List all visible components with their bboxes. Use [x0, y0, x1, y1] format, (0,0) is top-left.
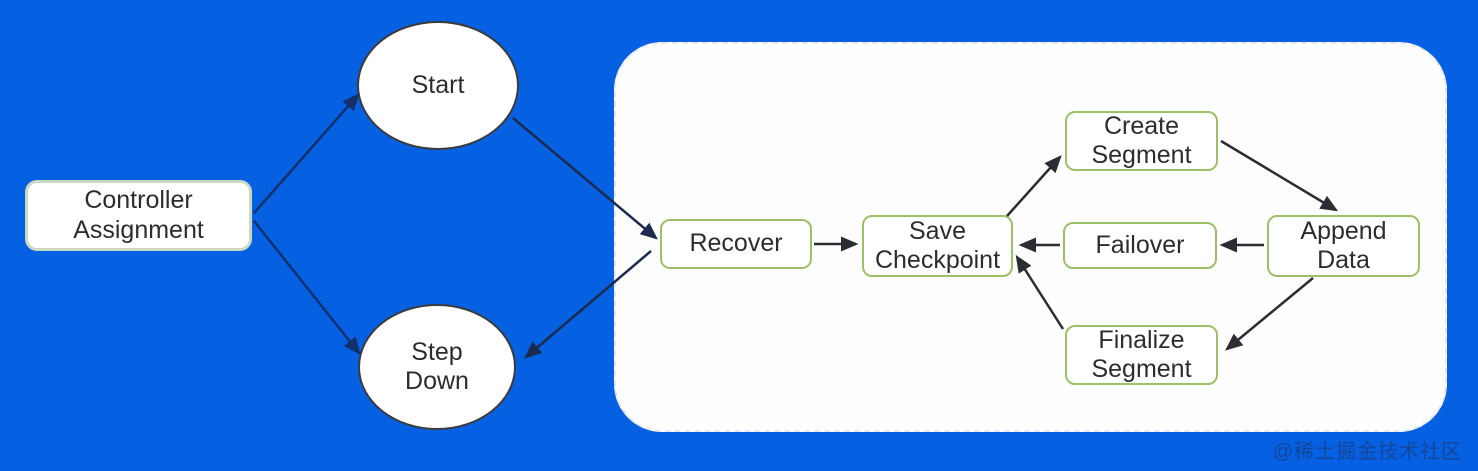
edge-controller-assignment-to-start: [253, 93, 360, 214]
node-save-checkpoint: Save Checkpoint: [862, 215, 1013, 277]
node-append-data: Append Data: [1267, 215, 1420, 277]
node-start: Start: [357, 21, 519, 150]
node-create-segment: Create Segment: [1065, 111, 1218, 171]
node-controller-assignment: Controller Assignment: [25, 180, 252, 251]
edge-controller-assignment-to-step-down: [253, 220, 361, 355]
node-recover: Recover: [660, 219, 812, 269]
node-failover: Failover: [1063, 222, 1217, 269]
watermark: @稀土掘金技术社区: [1272, 441, 1462, 463]
node-finalize-segment: Finalize Segment: [1065, 325, 1218, 385]
node-step-down: Step Down: [358, 304, 516, 430]
